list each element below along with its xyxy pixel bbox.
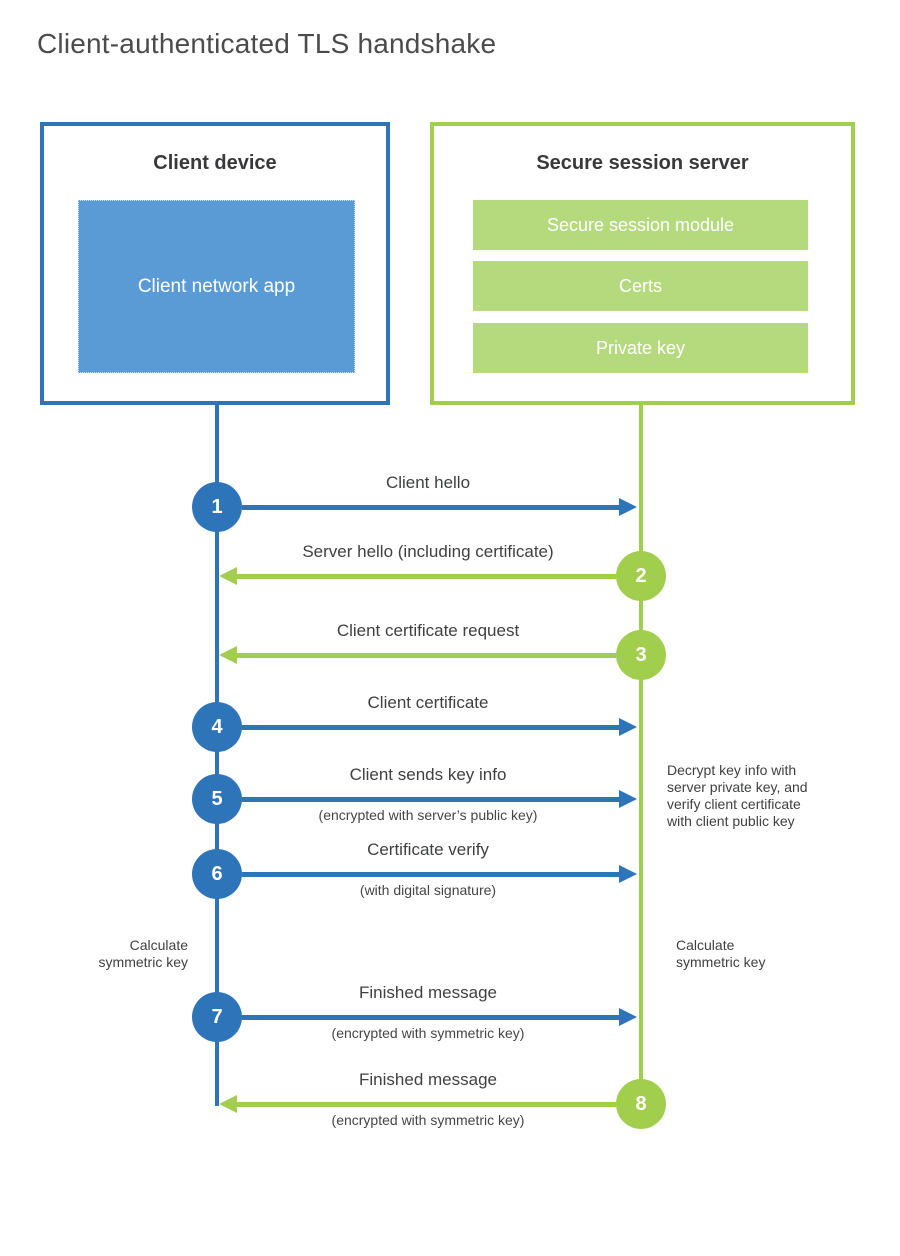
step-8-arrow-shaft	[236, 1102, 616, 1107]
step-8-arrowhead-left-icon	[219, 1095, 237, 1113]
step-6-arrowhead-right-icon	[619, 865, 637, 883]
step-5-arrowhead-right-icon	[619, 790, 637, 808]
step-3-arrow-shaft	[236, 653, 616, 658]
step-6-arrow-shaft	[242, 872, 620, 877]
step-7-label: Finished message	[359, 983, 497, 1002]
client-device-title: Client device	[153, 152, 277, 174]
client-network-app-box: Client network app	[78, 200, 355, 373]
secure-session-server-box: Secure session server Secure session mod…	[430, 122, 855, 405]
calculate-symmetric-key-note-server: Calculate symmetric key	[676, 937, 766, 970]
client-lifeline	[215, 403, 219, 1106]
step-4-label: Client certificate	[367, 693, 489, 712]
step-7-arrow-shaft	[242, 1015, 620, 1020]
step-2-circle: 2	[616, 551, 666, 601]
step-1-arrowhead-right-icon	[619, 498, 637, 516]
server-module-bar: Secure session module	[473, 200, 808, 250]
decrypt-key-note: Decrypt key info with server private key…	[667, 762, 808, 829]
step-7-circle: 7	[192, 992, 242, 1042]
server-lifeline	[639, 403, 643, 1106]
step-3-label: Client certificate request	[336, 621, 520, 640]
calculate-symmetric-key-note-client: Calculate symmetric key	[98, 937, 188, 970]
client-device-box: Client device Client network app	[40, 122, 390, 405]
server-certs-bar: Certs	[473, 261, 808, 311]
step-8-sublabel: (encrypted with symmetric key)	[331, 1112, 525, 1128]
step-5-arrow-shaft	[242, 797, 620, 802]
step-7-arrowhead-right-icon	[619, 1008, 637, 1026]
server-private-key-bar: Private key	[473, 323, 808, 373]
step-3-circle: 3	[616, 630, 666, 680]
step-3-arrowhead-left-icon	[219, 646, 237, 664]
step-2-arrow-shaft	[236, 574, 616, 579]
step-7-sublabel: (encrypted with symmetric key)	[331, 1025, 525, 1041]
step-1-arrow-shaft	[242, 505, 620, 510]
step-4-arrow-shaft	[242, 725, 620, 730]
step-4-arrowhead-right-icon	[619, 718, 637, 736]
step-5-sublabel: (encrypted with server’s public key)	[318, 807, 538, 823]
step-5-label: Client sends key info	[349, 765, 507, 784]
client-network-app-label: Client network app	[137, 276, 296, 297]
page-title: Client-authenticated TLS handshake	[37, 28, 497, 59]
step-8-label: Finished message	[359, 1070, 497, 1089]
step-2-arrowhead-left-icon	[219, 567, 237, 585]
step-6-sublabel: (with digital signature)	[359, 882, 497, 898]
step-2-label: Server hello (including certificate)	[302, 542, 554, 561]
step-8-circle: 8	[616, 1079, 666, 1129]
step-6-label: Certificate verify	[367, 840, 489, 859]
step-1-label: Client hello	[385, 473, 471, 492]
step-4-circle: 4	[192, 702, 242, 752]
step-6-circle: 6	[192, 849, 242, 899]
step-1-circle: 1	[192, 482, 242, 532]
secure-session-server-title: Secure session server	[536, 152, 749, 174]
step-5-circle: 5	[192, 774, 242, 824]
